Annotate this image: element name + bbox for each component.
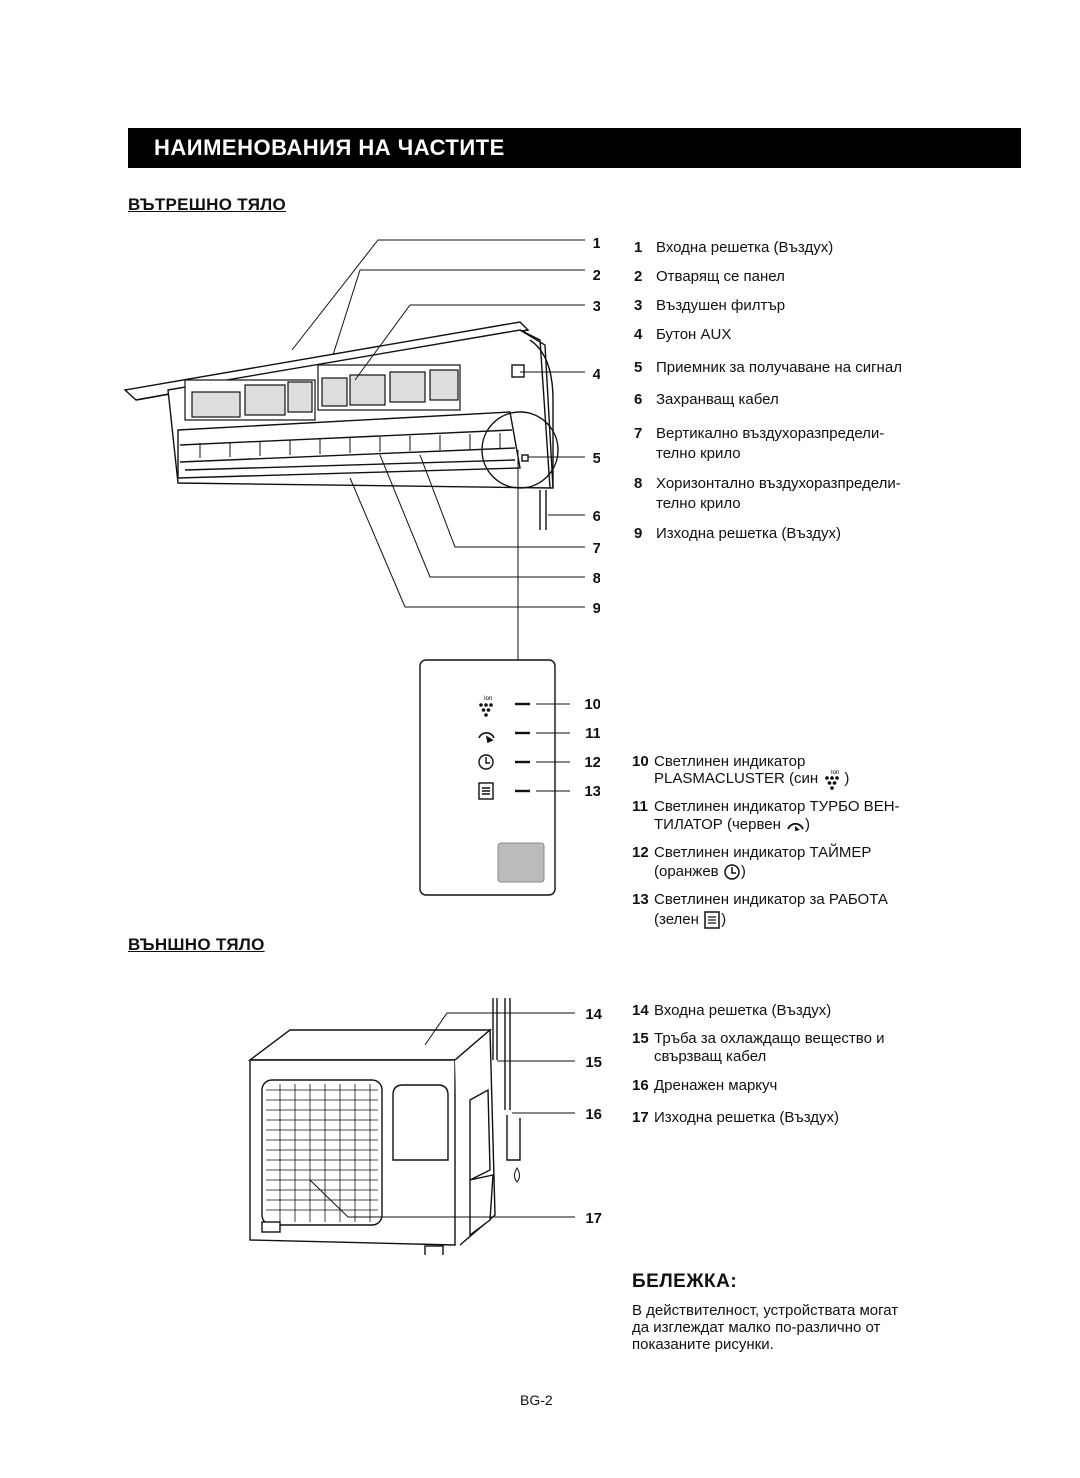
indicator-panel: Ion xyxy=(419,659,570,896)
callout-10: 10 xyxy=(584,696,600,713)
svg-text:Ion: Ion xyxy=(484,696,492,702)
callout-11: 11 xyxy=(585,725,600,742)
indoor-unit-title: ВЪТРЕШНО ТЯЛО xyxy=(128,195,287,214)
timer-icon xyxy=(478,754,494,770)
callout-14: 14 xyxy=(585,1006,602,1023)
callout-2: 2 xyxy=(593,267,600,284)
list-item-cont: телно крило xyxy=(656,495,741,512)
list-item-cont: телно крило xyxy=(656,445,741,462)
list-item-cont: (зелен ) xyxy=(654,910,726,930)
section-banner: НАИМЕНОВАНИЯ НА ЧАСТИТЕ xyxy=(128,128,1021,168)
callout-13: 13 xyxy=(584,783,600,800)
page-number: BG-2 xyxy=(520,1392,553,1408)
callout-7: 7 xyxy=(593,540,600,557)
callout-9: 9 xyxy=(593,600,600,617)
turbo-icon xyxy=(478,732,495,744)
list-item-cont: ТИЛАТОР (червен ) xyxy=(654,816,811,833)
plasmacluster-icon: Ion xyxy=(479,696,493,717)
outdoor-unit-title: ВЪНШНО ТЯЛО xyxy=(128,935,265,954)
callout-15: 15 xyxy=(585,1054,602,1071)
callout-16: 16 xyxy=(585,1106,602,1123)
turbo-icon xyxy=(787,822,804,832)
callout-6: 6 xyxy=(593,508,600,525)
timer-icon xyxy=(724,864,740,880)
note-text: В действителност, устройствата могат да … xyxy=(632,1302,899,1353)
callout-1: 1 xyxy=(593,235,600,252)
callout-17: 17 xyxy=(585,1210,602,1227)
list-item-cont: (оранжев ) xyxy=(654,863,746,880)
callout-12: 12 xyxy=(584,754,600,771)
indoor-unit-drawing xyxy=(123,239,585,700)
plasmacluster-icon: Ion xyxy=(825,770,840,790)
callout-8: 8 xyxy=(593,570,600,587)
list-item-cont: PLASMACLUSTER (син Ion ) xyxy=(654,768,849,790)
indoor-unit-diagram: 1 2 3 4 5 6 7 8 9 Ion xyxy=(123,235,600,896)
callout-4: 4 xyxy=(593,366,600,383)
operation-icon xyxy=(478,782,494,800)
outdoor-unit-diagram: 14 15 16 17 xyxy=(247,998,603,1255)
list-item-cont: свързващ кабел xyxy=(654,1048,767,1065)
callout-3: 3 xyxy=(593,298,600,315)
operation-icon xyxy=(704,911,720,929)
note-title: БЕЛЕЖКА: xyxy=(632,1271,738,1292)
svg-text:Ion: Ion xyxy=(831,770,839,776)
outdoor-unit-drawing xyxy=(247,998,575,1255)
callout-5: 5 xyxy=(593,450,600,467)
